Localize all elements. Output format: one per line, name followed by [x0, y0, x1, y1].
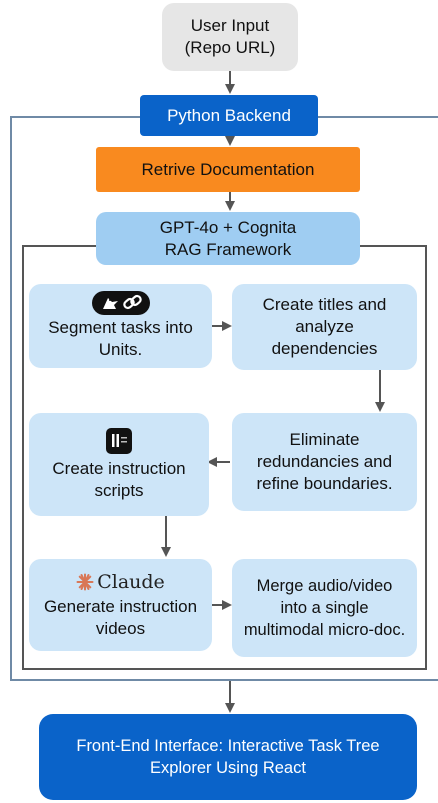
user-input-node: User Input (Repo URL): [162, 3, 298, 71]
eliminate-line1: Eliminate: [289, 430, 360, 449]
bird-link-icon: [91, 291, 150, 315]
scripts-line2: scripts: [94, 480, 144, 500]
claude-sunburst-icon: [76, 573, 94, 590]
scripts-node: Create instruction scripts: [29, 413, 209, 516]
eliminate-line2: redundancies and: [256, 452, 393, 471]
videos-line2: videos: [95, 618, 146, 638]
segment-line2: Units.: [98, 340, 143, 359]
merge-node: Merge audio/video into a single multimod…: [232, 559, 417, 657]
frontend-node: Front-End Interface: Interactive Task Tr…: [39, 714, 417, 800]
merge-line2: into a single: [280, 599, 369, 617]
rag-line2: RAG Framework: [164, 239, 292, 259]
videos-node: Claude Generate instruction videos: [29, 559, 212, 651]
rag-node: GPT-4o + Cognita RAG Framework: [96, 212, 360, 265]
eliminate-line3: refine boundaries.: [256, 474, 393, 493]
frontend-line2: Explorer Using React: [150, 759, 306, 777]
titles-line3: dependencies: [271, 339, 378, 358]
retrieve-docs-label: Retrive Documentation: [141, 159, 315, 179]
user-input-line2: (Repo URL): [184, 38, 276, 57]
python-backend-node: Python Backend: [140, 95, 318, 136]
eliminate-node: Eliminate redundancies and refine bounda…: [232, 413, 417, 511]
segment-line1: Segment tasks into: [48, 318, 193, 337]
eleven-labs-icon: [106, 427, 132, 454]
scripts-line1: Create instruction: [52, 458, 186, 478]
titles-line1: Create titles and: [262, 295, 387, 314]
claude-brand-text: Claude: [97, 570, 165, 593]
titles-line2: analyze: [295, 317, 354, 336]
claude-logo: Claude: [76, 571, 165, 593]
merge-line1: Merge audio/video: [256, 577, 393, 595]
frontend-line1: Front-End Interface: Interactive Task Tr…: [76, 737, 380, 755]
rag-line1: GPT-4o + Cognita: [159, 217, 297, 237]
python-backend-label: Python Backend: [167, 105, 291, 125]
user-input-line1: User Input: [190, 16, 270, 35]
segment-node: Segment tasks into Units.: [29, 284, 212, 368]
videos-line1: Generate instruction: [43, 596, 198, 616]
retrieve-docs-node: Retrive Documentation: [96, 147, 360, 192]
titles-node: Create titles and analyze dependencies: [232, 284, 417, 370]
merge-line3: multimodal micro-doc.: [243, 621, 406, 639]
